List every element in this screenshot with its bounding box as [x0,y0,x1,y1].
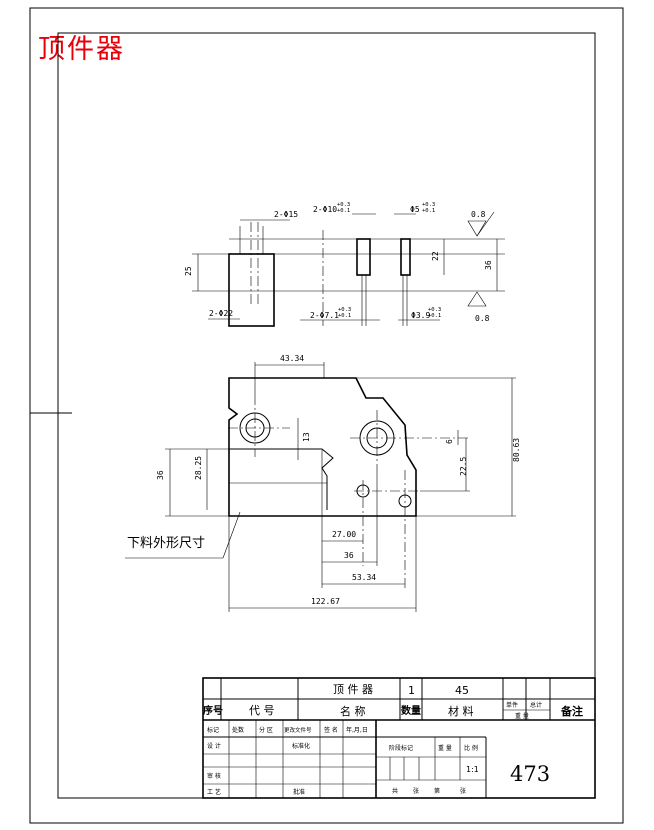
dim-height-right: 36 [484,260,493,270]
outer-frame [29,7,624,824]
dim-height-mid: 22 [431,251,440,261]
callout-blank-size: 下料外形尺寸 [127,536,205,551]
dim-27: 27.00 [332,530,356,539]
dim-6: 6 [445,439,454,444]
svg-text:单件: 单件 [506,701,518,709]
svg-text:张: 张 [413,787,419,795]
svg-text:名 称: 名 称 [340,704,366,718]
svg-text:+0.1: +0.1 [422,208,435,214]
svg-text:工 艺: 工 艺 [207,788,221,796]
dim-43: 43.34 [280,354,304,363]
roughness-bottom: 0.8 [475,314,490,323]
dim-80: 80.63 [512,438,521,462]
svg-text:+0.1: +0.1 [337,208,350,214]
tb-part-material: 45 [455,684,469,697]
dim-36v: 36 [156,470,165,480]
svg-text:处数: 处数 [232,726,244,734]
svg-text:比 例: 比 例 [464,744,478,752]
svg-text:签 名: 签 名 [324,726,338,734]
dim-hole-mid-top: 2-Φ10 [313,205,337,214]
svg-text:标记: 标记 [207,726,219,734]
svg-text:+0.3: +0.3 [338,307,351,313]
svg-text:张: 张 [460,787,466,795]
page-title: 顶件器 [38,34,125,65]
svg-text:阶段标记: 阶段标记 [389,744,413,752]
dim-hole-right-bot: Φ3.9 [411,311,430,320]
dim-hole-large: 2-Φ22 [209,309,233,318]
top-view: 25 22 36 0.8 0.8 2-Φ15 2-Φ10 +0.3 +0.1 Φ… [184,202,505,327]
svg-text:序号: 序号 [203,704,223,717]
svg-text:第: 第 [434,787,440,795]
main-view: 43.34 13 6 22.5 80.63 36 28.25 27.00 36 … [125,354,521,612]
svg-text:+0.3: +0.3 [422,202,435,208]
dim-36h: 36 [344,551,354,560]
dim-53: 53.34 [352,573,376,582]
svg-text:标准化: 标准化 [292,742,310,750]
tb-scale-value: 1:1 [466,765,479,774]
svg-text:+0.1: +0.1 [338,313,351,319]
svg-text:总计: 总计 [530,701,542,709]
svg-text:数量: 数量 [401,704,421,717]
svg-text:+0.1: +0.1 [428,313,441,319]
svg-text:分 区: 分 区 [259,726,273,734]
title-block: 顶 件 器 1 45 序号 代 号 名 称 数量 材 料 单件 总计 重 量 备… [202,677,596,799]
dim-hole-mid-bot: 2-Φ7.1 [310,311,339,320]
svg-text:+0.3: +0.3 [337,202,350,208]
svg-text:审 核: 审 核 [207,772,221,780]
inner-frame [57,32,596,799]
svg-text:重 量: 重 量 [438,744,452,752]
svg-text:年,月,日: 年,月,日 [346,726,368,734]
svg-text:批准: 批准 [293,788,305,796]
svg-text:更改文件号: 更改文件号 [284,726,312,734]
dim-28: 28.25 [194,456,203,480]
svg-text:备注: 备注 [560,704,583,718]
svg-text:+0.3: +0.3 [428,307,441,313]
dim-hole-small: 2-Φ15 [274,210,298,219]
svg-text:代 号: 代 号 [249,704,275,717]
tb-part-name: 顶 件 器 [333,683,373,696]
tb-drawing-number: 473 [510,762,550,786]
svg-text:重 量: 重 量 [515,712,529,720]
dim-13: 13 [302,432,311,442]
dim-22: 22.5 [459,457,468,476]
svg-text:共: 共 [392,787,398,795]
tb-part-qty: 1 [408,684,415,697]
roughness-top: 0.8 [471,210,486,219]
svg-text:设 计: 设 计 [207,742,221,750]
dim-height-left: 25 [184,266,193,276]
svg-text:材 料: 材 料 [448,704,474,718]
dim-hole-right-top: Φ5 [410,205,420,214]
dim-122: 122.67 [311,597,340,606]
